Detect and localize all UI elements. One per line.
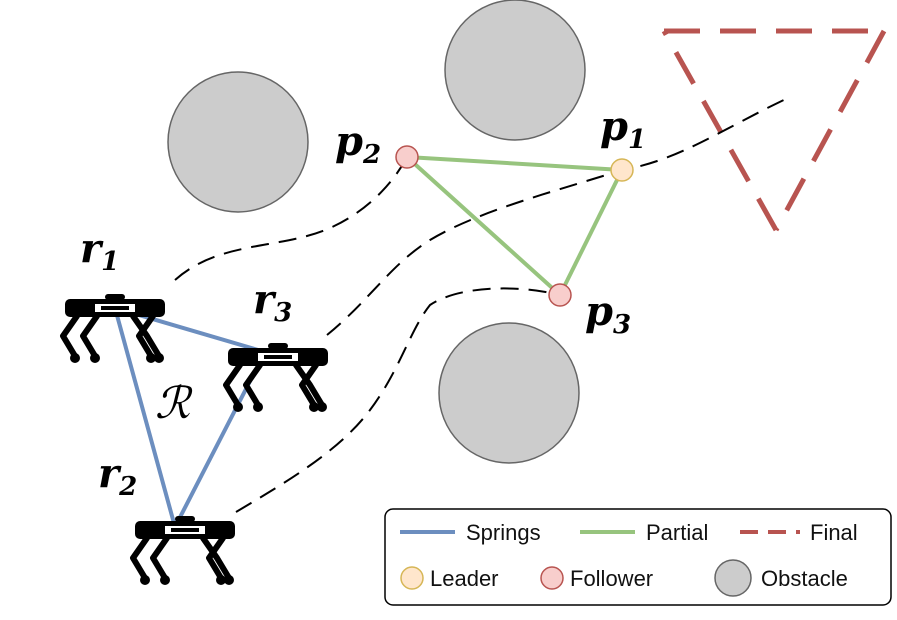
trajectory-r3 — [326, 96, 791, 336]
label-formation: ℛ — [155, 378, 193, 429]
label-r3: r3 — [253, 276, 292, 328]
point-p3-follower — [548, 283, 572, 307]
label-r2: r2 — [98, 450, 137, 502]
obstacles — [167, 0, 586, 464]
label-p1: p1 — [600, 103, 646, 155]
obstacle-1 — [167, 71, 309, 213]
robot-r2-icon — [133, 516, 235, 585]
point-p1-leader — [610, 158, 634, 182]
label-r1: r1 — [80, 225, 119, 277]
robot-r1-icon — [63, 294, 165, 363]
legend-leader-swatch — [400, 566, 424, 590]
legend-box — [384, 508, 892, 606]
legend-leader-label: Leader — [430, 566, 499, 591]
trajectory-r1 — [174, 156, 408, 281]
legend-springs-label: Springs — [466, 520, 541, 545]
legend-final-label: Final — [810, 520, 858, 545]
legend-follower-label: Follower — [570, 566, 653, 591]
obstacle-2 — [444, 0, 586, 141]
legend-partial-label: Partial — [646, 520, 708, 545]
legend-obstacle-swatch — [714, 559, 752, 597]
trajectories — [174, 96, 791, 513]
point-p2-follower — [395, 145, 419, 169]
label-p2: p2 — [335, 118, 381, 170]
legend-obstacle-label: Obstacle — [761, 566, 848, 591]
label-p3: p3 — [585, 288, 631, 340]
obstacle-3 — [438, 322, 580, 464]
trajectory-r2 — [235, 287, 561, 513]
legend: Springs Partial Final Leader Follower Ob… — [384, 508, 892, 606]
legend-follower-swatch — [540, 566, 564, 590]
final-formation — [661, 28, 887, 232]
partial-formation — [405, 155, 624, 297]
